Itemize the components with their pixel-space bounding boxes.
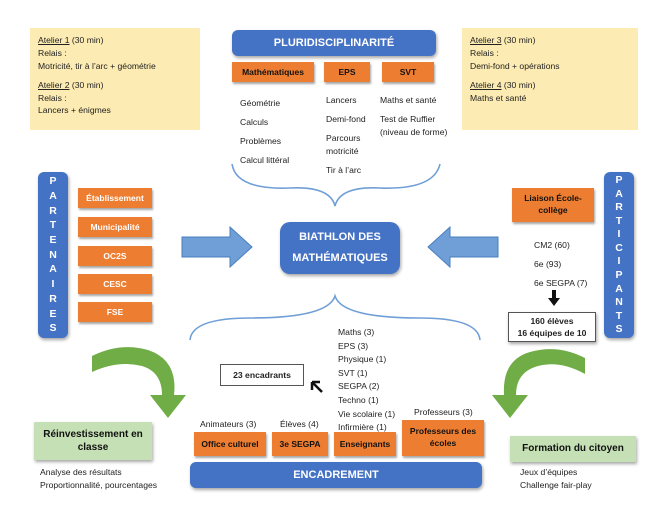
atelier-3-line2: Demi-fond + opérations bbox=[470, 60, 560, 71]
pluri-title: PLURIDISCIPLINARITÉ bbox=[232, 30, 436, 56]
atelier-box-right: Atelier 3 (30 min) Relais : Demi-fond + … bbox=[462, 28, 638, 130]
vertical-letter: A bbox=[49, 263, 57, 276]
liaison-box: Liaison École-collège bbox=[512, 188, 594, 222]
teacher-list: Maths (3) EPS (3) Physique (1) SVT (1) S… bbox=[338, 327, 396, 433]
vertical-letter: R bbox=[615, 201, 623, 214]
partner-municipalite: Municipalité bbox=[78, 217, 152, 237]
bottom-brace bbox=[189, 293, 481, 341]
vertical-letter: N bbox=[615, 296, 623, 309]
vertical-letter: T bbox=[615, 214, 623, 227]
vertical-letter: I bbox=[617, 228, 621, 241]
atelier-2-heading: Atelier 2 bbox=[38, 79, 70, 90]
subject-svt: SVT bbox=[382, 62, 434, 82]
reinvest-details: Analyse des résultats Proportionnalité, … bbox=[40, 467, 158, 490]
vertical-letter: R bbox=[49, 292, 57, 305]
vertical-letter: P bbox=[49, 175, 57, 188]
green-curved-arrow-left bbox=[92, 347, 186, 418]
subject-eps: EPS bbox=[324, 62, 370, 82]
vertical-letter: I bbox=[617, 255, 621, 268]
partner-oc2s: OC2S bbox=[78, 246, 152, 266]
eps-items: Lancers Demi-fond Parcours motricité Tir… bbox=[326, 95, 366, 175]
top-brace bbox=[231, 163, 441, 207]
vertical-letter: T bbox=[615, 309, 623, 322]
atelier-3-line1: Relais : bbox=[470, 47, 499, 58]
group-top-eleves: Élèves (4) bbox=[280, 419, 319, 429]
vertical-letter: R bbox=[49, 204, 57, 217]
down-arrow bbox=[548, 290, 560, 306]
group-professeurs-ecoles: Professeurs des écoles bbox=[402, 420, 484, 456]
green-curved-arrow-right bbox=[492, 349, 585, 418]
vertical-letter: P bbox=[615, 269, 623, 281]
vertical-letter: E bbox=[49, 234, 57, 247]
total-box: 160 élèves 16 équipes de 10 bbox=[508, 312, 596, 342]
encadrants-count: 23 encadrants bbox=[220, 364, 304, 386]
group-segpa: 3e SEGPA bbox=[272, 432, 328, 456]
group-enseignants: Enseignants bbox=[334, 432, 396, 456]
vertical-letter: E bbox=[49, 307, 57, 320]
partner-fse: FSE bbox=[78, 302, 152, 322]
vertical-letter: A bbox=[49, 189, 57, 202]
vertical-letter: A bbox=[615, 187, 623, 200]
atelier-4-heading: Atelier 4 bbox=[470, 79, 502, 90]
center-title: BIATHLON DES MATHÉMATIQUES bbox=[280, 222, 400, 274]
atelier-4-line1: Maths et santé bbox=[470, 92, 527, 103]
svt-items: Maths et santé Test de Ruffier (niveau d… bbox=[380, 95, 448, 137]
group-office-culturel: Office culturel bbox=[194, 432, 266, 456]
atelier-1-heading: Atelier 1 bbox=[38, 35, 70, 45]
group-top-animateurs: Animateurs (3) bbox=[200, 419, 257, 429]
encadrement-title: ENCADREMENT bbox=[190, 462, 482, 488]
vertical-letter: C bbox=[615, 241, 623, 254]
reinvest-box: Réinvestissement en classe bbox=[34, 422, 152, 460]
vertical-letter: P bbox=[615, 174, 623, 187]
atelier-2-line1: Relais : bbox=[38, 92, 67, 103]
maths-items: Géométrie Calculs Problèmes Calcul litté… bbox=[240, 98, 290, 165]
formation-details: Jeux d’équipes Challenge fair-play bbox=[520, 467, 592, 490]
atelier-3-heading: Atelier 3 bbox=[470, 35, 502, 45]
left-block-arrow bbox=[181, 225, 253, 269]
atelier-box-left: Atelier 1 (30 min) Relais : Motricité, t… bbox=[30, 28, 200, 130]
right-block-arrow bbox=[427, 225, 499, 269]
vertical-letter: A bbox=[615, 282, 623, 295]
vertical-letter: T bbox=[49, 219, 57, 232]
vertical-letter: I bbox=[51, 278, 55, 291]
atelier-1-line2: Motricité, tir à l’arc + géométrie bbox=[38, 60, 156, 71]
up-left-arrow bbox=[310, 380, 323, 393]
atelier-2-line2: Lancers + énigmes bbox=[38, 105, 111, 116]
subject-maths: Mathématiques bbox=[232, 62, 314, 82]
vertical-letter: N bbox=[49, 248, 57, 261]
atelier-1-line1: Relais : bbox=[38, 47, 67, 58]
vertical-letter: S bbox=[49, 322, 57, 335]
partner-etablissement: Établissement bbox=[78, 188, 152, 208]
participant-groups: CM2 (60) 6e (93) 6e SEGPA (7) bbox=[534, 240, 588, 288]
formation-box: Formation du citoyen bbox=[510, 436, 636, 462]
vertical-letter: S bbox=[615, 323, 623, 336]
group-top-professeurs: Professeurs (3) bbox=[414, 407, 473, 417]
partner-cesc: CESC bbox=[78, 274, 152, 294]
